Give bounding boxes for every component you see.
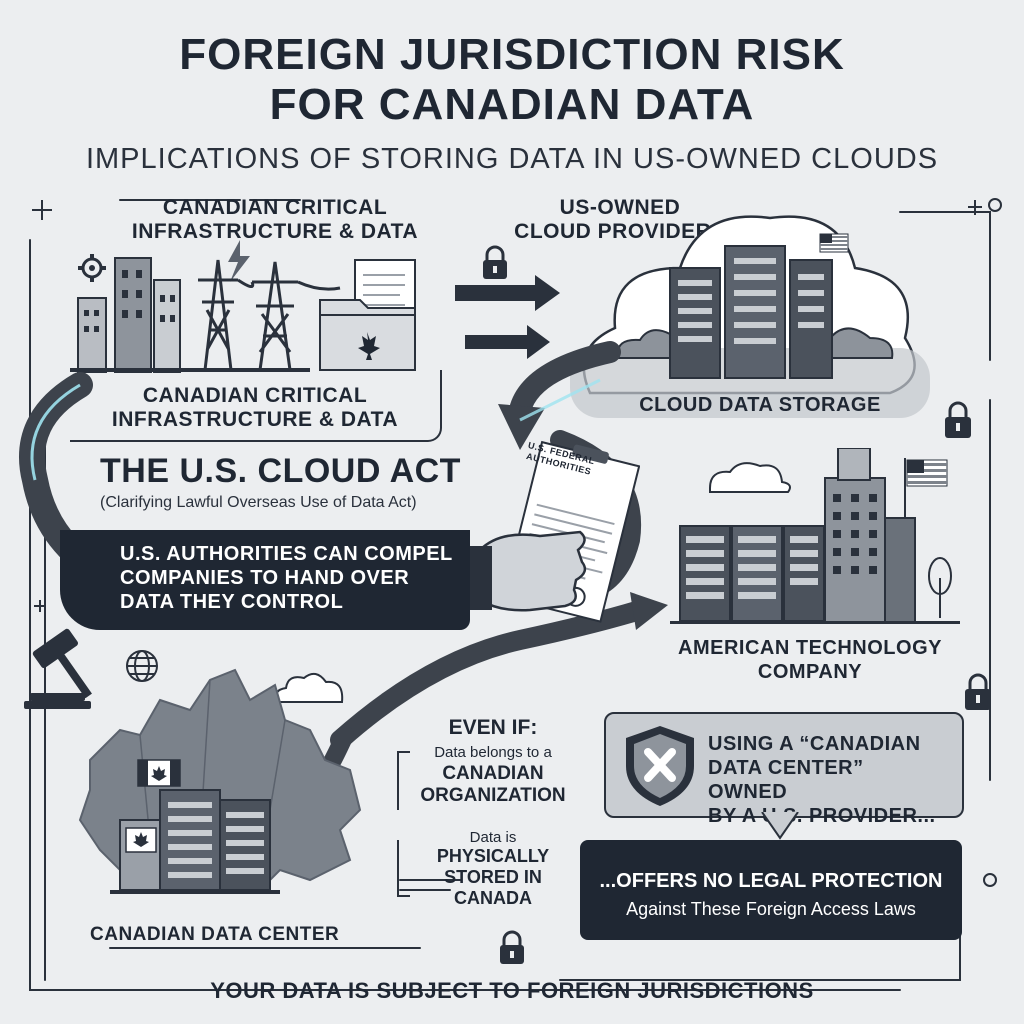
footer-text: YOUR DATA IS SUBJECT TO FOREIGN JURISDIC… bbox=[210, 978, 814, 1003]
even-if-line-4: Data is bbox=[469, 829, 517, 846]
canadian-infrastructure-caption-frame bbox=[70, 370, 442, 442]
federal-authorities-document bbox=[470, 440, 640, 623]
even-if-line-5: PHYSICALLY bbox=[436, 846, 550, 866]
cloud-storage-illustration bbox=[570, 215, 930, 418]
cloud-act-subtitle: (Clarifying Lawful Overseas Use of Data … bbox=[100, 494, 417, 511]
american-company-label: AMERICAN TECHNOLOGY COMPANY bbox=[650, 636, 970, 684]
warning-text: USING A “CANADIAN DATA CENTER” OWNED BY … bbox=[708, 732, 948, 828]
us-flag-icon bbox=[906, 459, 948, 487]
lock-icon bbox=[500, 930, 524, 964]
body-line-2: COMPANIES TO HAND OVER bbox=[120, 567, 410, 589]
label-line-2: COMPANY bbox=[757, 661, 863, 683]
warning-line-3: BY A U.S. PROVIDER... bbox=[708, 805, 936, 827]
canadian-infrastructure-caption: CANADIAN CRITICAL INFRASTRUCTURE & DATA bbox=[90, 384, 420, 432]
maple-leaf-icon bbox=[358, 332, 380, 360]
warning-box-pointer bbox=[761, 812, 799, 840]
canadian-infrastructure-illustration bbox=[70, 240, 416, 373]
label-line-1: AMERICAN TECHNOLOGY bbox=[678, 637, 942, 659]
caption-line-2: INFRASTRUCTURE & DATA bbox=[111, 408, 399, 431]
even-if-block: EVEN IF: Data belongs to a CANADIAN ORGA… bbox=[398, 716, 588, 909]
heading-line-2: INFRASTRUCTURE & DATA bbox=[131, 220, 419, 243]
gavel-icon bbox=[24, 628, 92, 709]
even-if-heading: EVEN IF: bbox=[448, 716, 538, 739]
lock-icon bbox=[483, 245, 507, 279]
heading-line-1: US-OWNED bbox=[559, 196, 681, 219]
even-if-line-6: STORED IN bbox=[444, 867, 542, 887]
us-flag-icon bbox=[819, 233, 849, 253]
cloud-icon bbox=[275, 672, 344, 703]
american-company-illustration bbox=[670, 448, 960, 624]
lock-icon bbox=[945, 401, 971, 438]
canadian-data-center-label: CANADIAN DATA CENTER bbox=[90, 924, 340, 945]
protection-line-2: Against These Foreign Access Laws bbox=[626, 899, 916, 919]
globe-icon bbox=[126, 650, 158, 682]
maple-leaf-icon bbox=[133, 832, 149, 847]
heading-line-2: CLOUD PROVIDERS bbox=[514, 220, 726, 243]
even-if-line-2: CANADIAN bbox=[442, 763, 544, 784]
page-title: FOREIGN JURISDICTION RISK FOR CANADIAN D… bbox=[0, 30, 1024, 130]
protection-text: ...OFFERS NO LEGAL PROTECTION Against Th… bbox=[580, 870, 962, 920]
flow-arrows bbox=[455, 275, 560, 359]
body-line-3: DATA THEY CONTROL bbox=[120, 591, 344, 613]
even-if-bracket bbox=[397, 751, 410, 897]
even-if-line-3: ORGANIZATION bbox=[420, 785, 566, 806]
cloud-act-title: THE U.S. CLOUD ACT bbox=[100, 452, 461, 490]
shield-x-icon bbox=[626, 726, 694, 806]
us-cloud-providers-heading: US-OWNED CLOUD PROVIDERS bbox=[490, 196, 750, 244]
canadian-infrastructure-heading: CANADIAN CRITICAL INFRASTRUCTURE & DATA bbox=[110, 196, 440, 244]
warning-line-2: DATA CENTER” OWNED bbox=[708, 757, 864, 803]
cloud-act-body: U.S. AUTHORITIES CAN COMPEL COMPANIES TO… bbox=[120, 542, 470, 614]
even-if-line-1: Data belongs to a bbox=[434, 744, 552, 761]
lightning-icon bbox=[228, 240, 250, 282]
even-if-line-7: CANADA bbox=[454, 888, 532, 908]
protection-box bbox=[580, 840, 962, 940]
cloud-data-storage-caption: CLOUD DATA STORAGE bbox=[639, 394, 881, 416]
canada-flag-icon bbox=[137, 759, 181, 787]
canada-map-illustration bbox=[78, 668, 362, 894]
lock-icon bbox=[965, 673, 991, 710]
caption-line-1: CANADIAN CRITICAL bbox=[142, 384, 368, 407]
title-line-1: FOREIGN JURISDICTION RISK bbox=[179, 30, 845, 79]
body-line-1: U.S. AUTHORITIES CAN COMPEL bbox=[120, 543, 453, 565]
cloud-act-panel bbox=[60, 530, 470, 630]
protection-line-1: ...OFFERS NO LEGAL PROTECTION bbox=[599, 870, 943, 892]
page-subtitle: IMPLICATIONS OF STORING DATA IN US-OWNED… bbox=[85, 143, 939, 175]
title-line-2: FOR CANADIAN DATA bbox=[269, 80, 755, 129]
gear-icon bbox=[78, 254, 106, 282]
warning-line-1: USING A “CANADIAN bbox=[708, 733, 921, 755]
heading-line-1: CANADIAN CRITICAL bbox=[162, 196, 388, 219]
